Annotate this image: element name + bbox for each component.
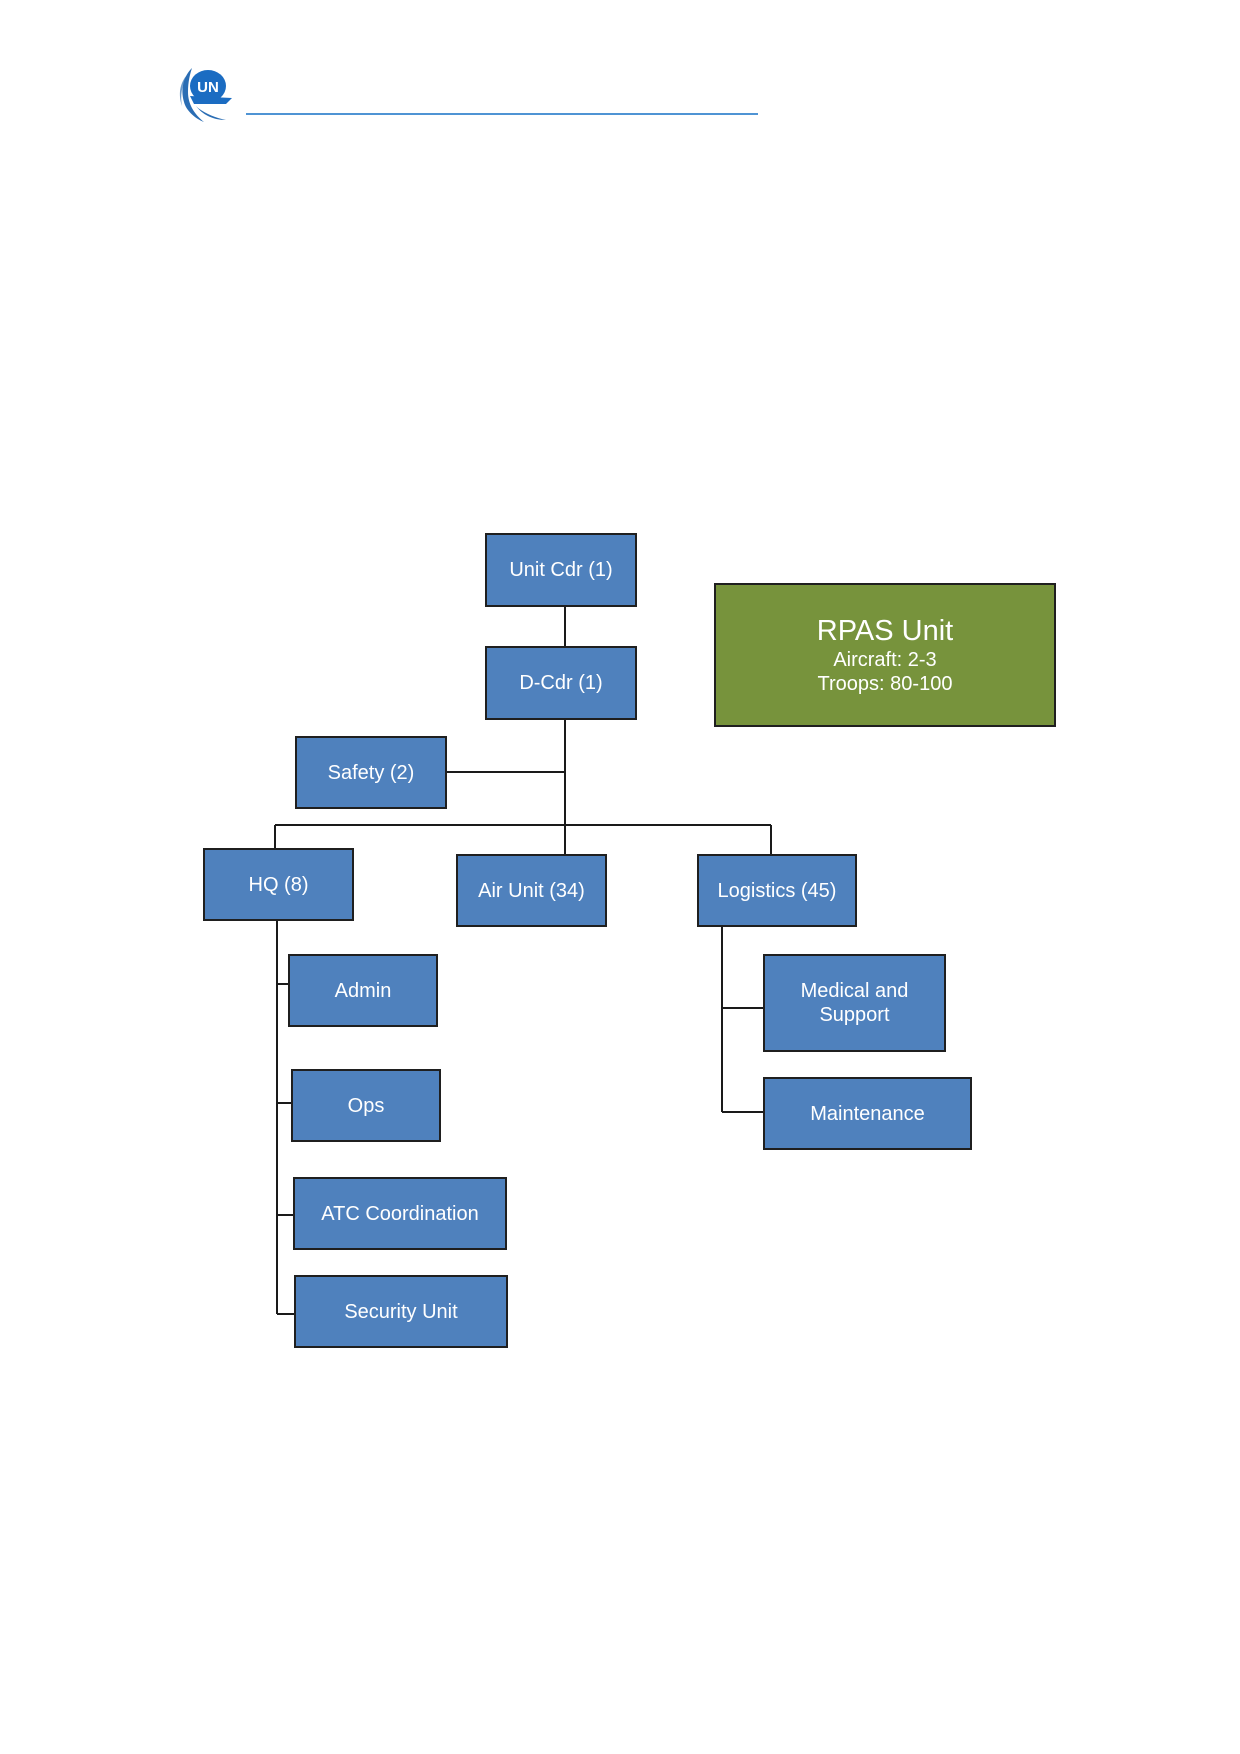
- d-cdr-box: D-Cdr (1): [485, 646, 637, 720]
- maintenance-label: Maintenance: [810, 1102, 925, 1125]
- logistics-label: Logistics (45): [717, 879, 837, 902]
- summary-title: RPAS Unit: [816, 615, 954, 647]
- medical-support-label: Medical and Support: [800, 980, 909, 1026]
- hq-label: HQ (8): [248, 873, 309, 896]
- atc-coordination-box: ATC Coordination: [293, 1177, 507, 1250]
- air-unit-label: Air Unit (34): [478, 879, 585, 902]
- header-rule: [246, 113, 758, 115]
- hq-box: HQ (8): [203, 848, 354, 921]
- atc-coordination-label: ATC Coordination: [321, 1202, 479, 1225]
- ops-label: Ops: [347, 1094, 385, 1117]
- rpas-unit-summary-box: RPAS Unit Aircraft: 2-3 Troops: 80-100: [714, 583, 1056, 727]
- summary-aircraft: Aircraft: 2-3: [833, 649, 937, 671]
- admin-box: Admin: [288, 954, 438, 1027]
- admin-label: Admin: [334, 979, 392, 1002]
- unit-cdr-box: Unit Cdr (1): [485, 533, 637, 607]
- unit-cdr-label: Unit Cdr (1): [509, 559, 613, 581]
- ops-box: Ops: [291, 1069, 441, 1142]
- air-unit-box: Air Unit (34): [456, 854, 607, 927]
- d-cdr-label: D-Cdr (1): [519, 672, 603, 694]
- logistics-box: Logistics (45): [697, 854, 857, 927]
- safety-box: Safety (2): [295, 736, 447, 809]
- maintenance-box: Maintenance: [763, 1077, 972, 1150]
- safety-label: Safety (2): [327, 761, 415, 784]
- summary-troops: Troops: 80-100: [817, 673, 953, 695]
- logo-text: UN: [197, 79, 219, 96]
- security-unit-box: Security Unit: [294, 1275, 508, 1348]
- un-logo-icon: UN: [179, 68, 232, 122]
- security-unit-label: Security Unit: [344, 1300, 458, 1323]
- medical-support-box: Medical and Support: [763, 954, 946, 1052]
